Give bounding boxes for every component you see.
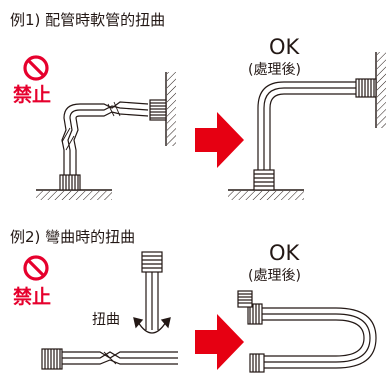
bent-twisted-hose-2 <box>62 272 178 365</box>
right-arrow-icon-2 <box>195 314 244 370</box>
twist-arrow-icon <box>133 317 171 334</box>
hose-fitting-ok-2 <box>237 290 265 373</box>
straight-hose-ok-1 <box>257 81 356 170</box>
example1-prohibited-label: 禁止 <box>13 84 52 106</box>
right-arrow-icon-1 <box>195 112 244 168</box>
example2-heading: 例2) 彎曲時的扭曲 <box>10 228 136 246</box>
hose-fitting-2-top <box>141 251 163 273</box>
u-bent-hose-ok-2 <box>262 307 377 369</box>
twisted-hose-1 <box>61 101 149 176</box>
wall-1-ok <box>375 52 386 128</box>
floor-1-ok <box>228 189 304 200</box>
wall-1 <box>165 72 176 146</box>
example2-prohibited-label: 禁止 <box>13 286 52 308</box>
example1-ok-label: OK <box>269 35 300 59</box>
example1-after-label: (處理後) <box>248 62 301 78</box>
example2-after-label: (處理後) <box>248 268 301 284</box>
example1-heading: 例1) 配管時軟管的扭曲 <box>10 11 166 29</box>
hose-fitting-ok-1 <box>253 78 377 191</box>
prohibited-icon-1 <box>23 55 49 81</box>
example2-ok-label: OK <box>269 241 300 265</box>
hose-fitting-icon <box>59 99 167 191</box>
floor-1 <box>36 189 112 200</box>
example2-twist-label: 扭曲 <box>92 312 120 328</box>
prohibited-icon-2 <box>23 255 49 281</box>
hose-fitting-2-left <box>41 348 63 370</box>
